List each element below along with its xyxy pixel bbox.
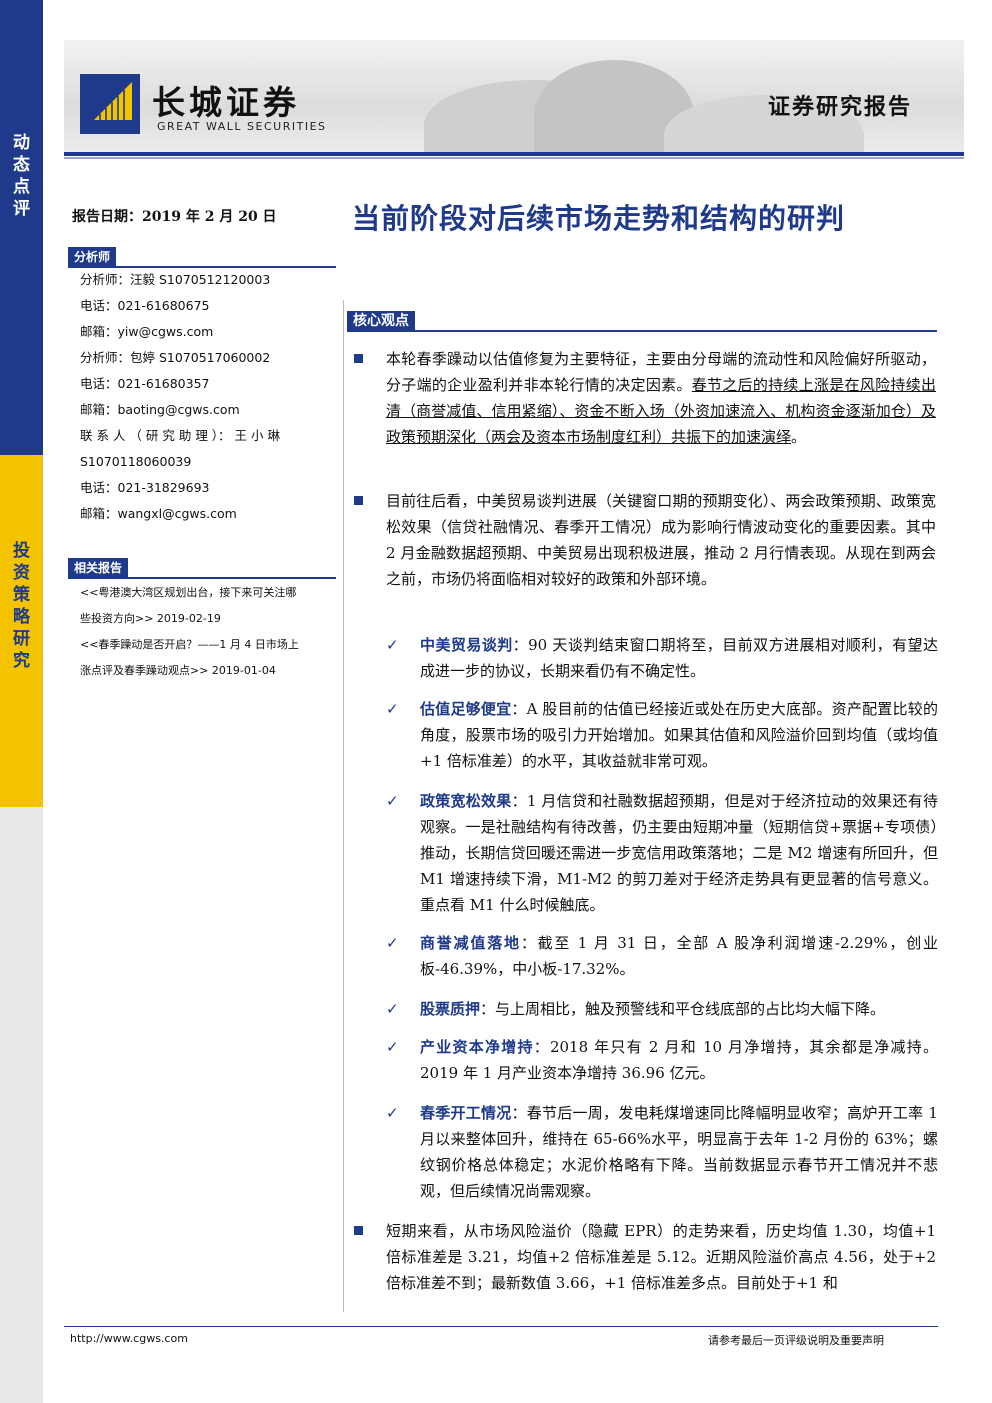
column-divider (343, 300, 344, 1312)
mountain-shape (664, 95, 864, 152)
check-item: ✓ 股票质押：与上周相比，触及预警线和平仓线底部的占比均大幅下降。 (386, 996, 938, 1022)
checkmark-icon: ✓ (386, 934, 399, 952)
contact-line: 分析师：汪毅 S1070512120003 (80, 272, 271, 287)
contact-email[interactable]: 邮箱：baoting@cgws.com (80, 402, 240, 417)
contact-line: 电话：021-61680675 (80, 298, 210, 313)
header-banner (64, 40, 964, 152)
bullet-square-icon (354, 496, 363, 505)
contact-line: 联 系 人 （ 研 究 助 理 ）： 王 小 琳 (80, 428, 280, 443)
check-item: ✓ 产业资本净增持：2018 年只有 2 月和 10 月净增持，其余都是净减持。… (386, 1034, 938, 1086)
related-report-link[interactable]: 涨点评及春季躁动观点>> 2019-01-04 (80, 664, 276, 677)
bullet-square-icon (354, 1226, 363, 1235)
contact-line: 分析师：包婷 S1070517060002 (80, 350, 271, 365)
check-item: ✓ 估值足够便宜：A 股目前的估值已经接近或处在历史大底部。资产配置比较的角度，… (386, 696, 938, 774)
contact-line: 电话：021-31829693 (80, 480, 210, 495)
contact-email[interactable]: 邮箱：yiw@cgws.com (80, 324, 214, 339)
brand-name-cn: 长城证券 (152, 83, 300, 122)
core-point-2: 目前往后看，中美贸易谈判进展（关键窗口期的预期变化）、两会政策预期、政策宽松效果… (354, 488, 936, 592)
side-band-grey (0, 807, 43, 1403)
side-band-blue (0, 0, 43, 455)
check-item: ✓ 春季开工情况：春节后一周，发电耗煤增速同比降幅明显收窄；高炉开工率 1 月以… (386, 1100, 938, 1204)
report-type-label: 证券研究报告 (768, 95, 913, 120)
contact-email[interactable]: 邮箱：wangxl@cgws.com (80, 506, 237, 521)
core-views-header: 核心观点 (347, 310, 937, 332)
checkmark-icon: ✓ (386, 636, 399, 654)
great-wall-logo-icon (80, 74, 140, 134)
check-item: ✓ 商誉减值落地：截至 1 月 31 日，全部 A 股净利润增速-2.29%，创… (386, 930, 938, 982)
related-report-link[interactable]: 些投资方向>> 2019-02-19 (80, 612, 221, 625)
side-label-mid: 投 资 策 略 研 究 (13, 541, 30, 671)
checkmark-icon: ✓ (386, 700, 399, 718)
checkmark-icon: ✓ (386, 792, 399, 810)
side-label-top: 动 态 点 评 (13, 133, 30, 219)
side-band-yellow (0, 455, 43, 807)
contact-line: S1070118060039 (80, 454, 192, 469)
check-item: ✓ 政策宽松效果：1 月信贷和社融数据超预期，但是对于经济拉动的效果还有待观察。… (386, 788, 938, 918)
core-point-3: 短期来看，从市场风险溢价（隐藏 EPR）的走势来看，历史均值 1.30，均值+1… (354, 1218, 936, 1296)
analyst-section-header: 分析师 (68, 246, 336, 268)
brand-name-en: GREAT WALL SECURITIES (157, 120, 327, 133)
checkmark-icon: ✓ (386, 1000, 399, 1018)
checkmark-icon: ✓ (386, 1038, 399, 1056)
report-title: 当前阶段对后续市场走势和结构的研判 (352, 202, 846, 235)
checkmark-icon: ✓ (386, 1104, 399, 1122)
report-date: 报告日期：2019 年 2 月 20 日 (72, 209, 277, 225)
contact-line: 电话：021-61680357 (80, 376, 210, 391)
header-rule (64, 152, 964, 156)
related-report-link[interactable]: <<春季躁动是否开启？——1 月 4 日市场上 (80, 638, 299, 651)
related-report-link[interactable]: <<粤港澳大湾区规划出台，接下来可关注哪 (80, 586, 297, 599)
related-reports-list: <<粤港澳大湾区规划出台，接下来可关注哪 些投资方向>> 2019-02-19 … (80, 580, 338, 684)
analyst-contacts: 分析师：汪毅 S1070512120003 电话：021-61680675 邮箱… (80, 267, 330, 527)
header-rule-thin (64, 157, 964, 159)
footer-disclaimer: 请参考最后一页评级说明及重要声明 (708, 1334, 884, 1347)
footer-website-link[interactable]: http://www.cgws.com (70, 1332, 188, 1345)
core-point-1: 本轮春季躁动以估值修复为主要特征，主要由分母端的流动性和风险偏好所驱动，分子端的… (354, 346, 936, 450)
related-reports-header: 相关报告 (68, 557, 336, 579)
bullet-square-icon (354, 354, 363, 363)
check-item: ✓ 中美贸易谈判：90 天谈判结束窗口期将至，目前双方进展相对顺利，有望达成进一… (386, 632, 938, 684)
footer-rule (64, 1326, 938, 1327)
